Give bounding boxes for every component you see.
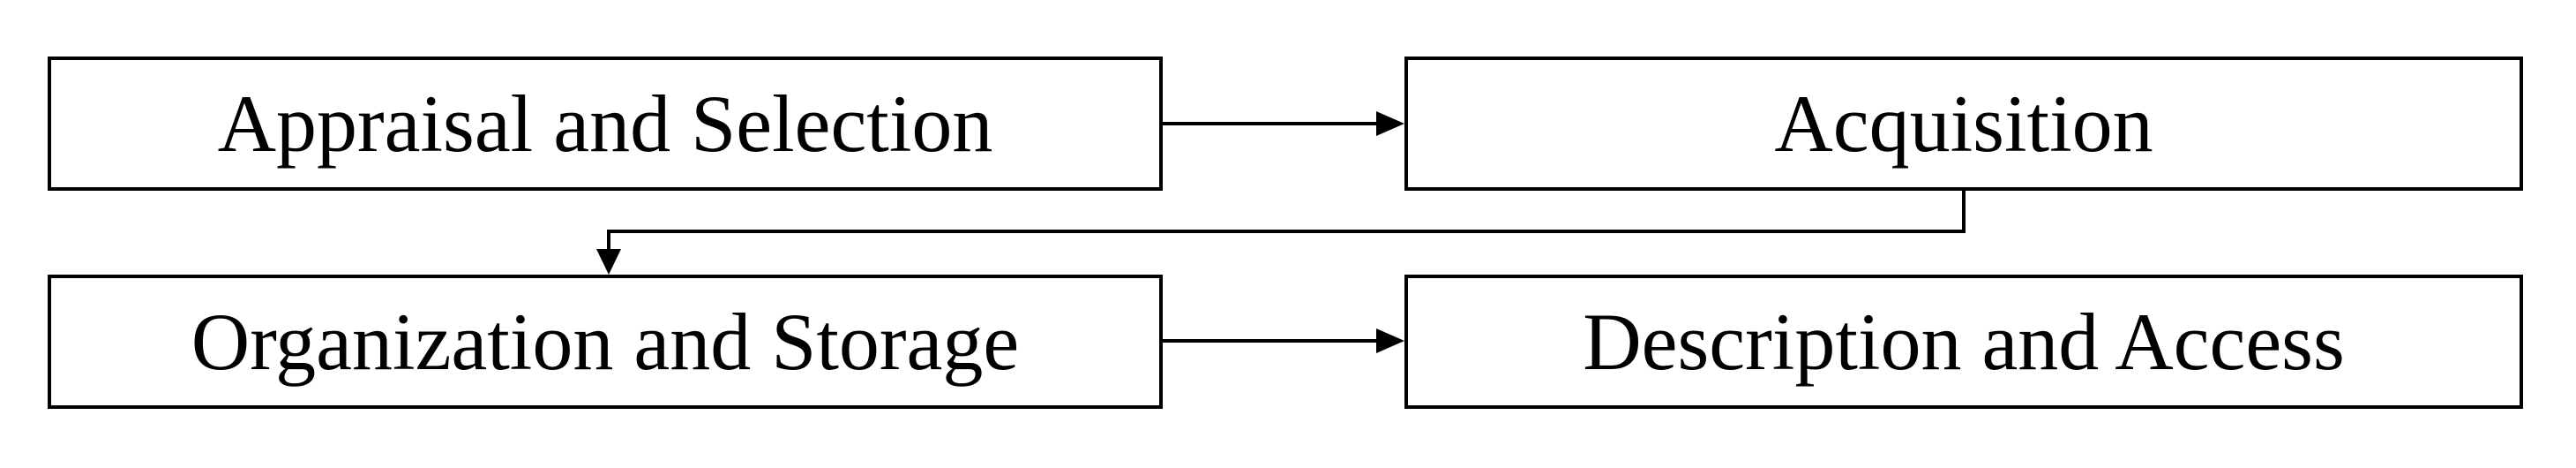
step-label: Description and Access <box>1583 297 2345 387</box>
step-box-description-and-access: Description and Access <box>1404 275 2523 409</box>
step-box-organization-and-storage: Organization and Storage <box>48 275 1163 409</box>
step-label: Acquisition <box>1774 79 2153 169</box>
arrow-step2-to-step3 <box>596 191 1966 275</box>
arrow-step1-to-step2 <box>1163 111 1404 136</box>
step-box-appraisal-and-selection: Appraisal and Selection <box>48 57 1163 191</box>
arrow-step3-to-step4 <box>1163 328 1404 353</box>
step-box-acquisition: Acquisition <box>1404 57 2523 191</box>
step-label: Organization and Storage <box>191 297 1020 387</box>
step-label: Appraisal and Selection <box>217 79 993 169</box>
